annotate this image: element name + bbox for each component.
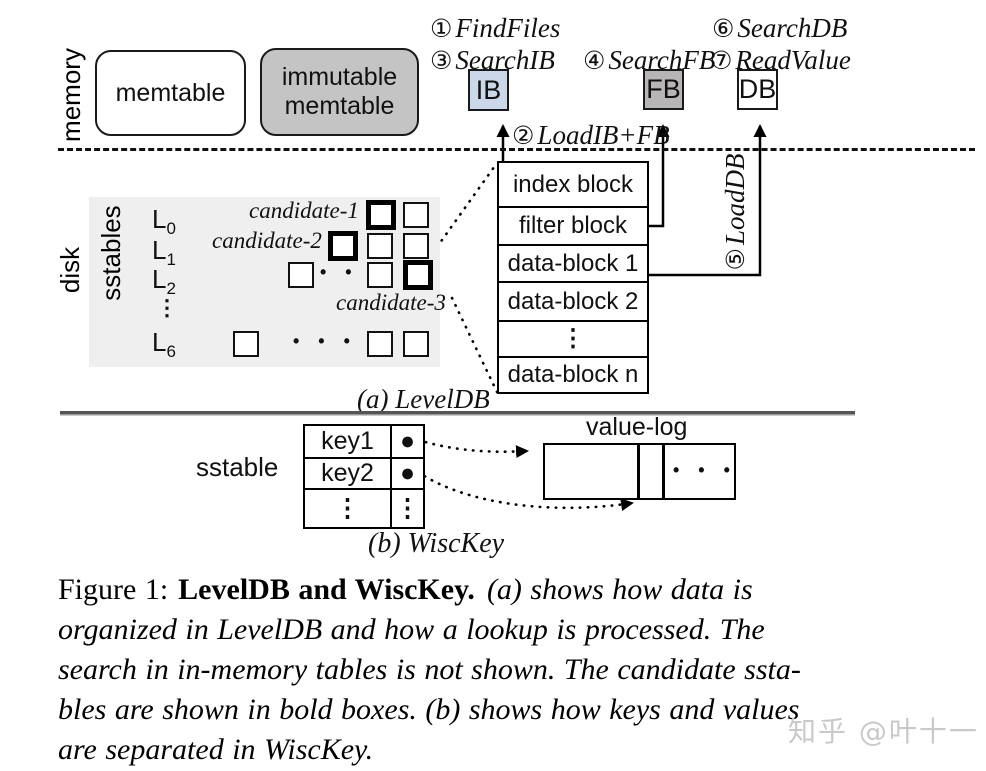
caption-line-5: are separated in WiscKey.: [58, 733, 374, 766]
step-2-label: LoadIB+FB: [537, 120, 670, 150]
caption-line-3: search in in-memory tables is not shown.…: [58, 653, 801, 686]
candidate-3-label: candidate-3: [336, 290, 446, 315]
caption-figure-number: Figure 1:: [58, 573, 169, 606]
key1-value-pointer: ●: [390, 426, 423, 457]
ib-box-label: IB: [475, 74, 502, 105]
step-6-label: SearchDB: [737, 13, 848, 43]
sstable-square-candidate-3: [403, 260, 433, 290]
zoom-dotted-line-top: [435, 161, 499, 249]
value-log-divider: [637, 445, 640, 498]
data-block-db-box: DB: [737, 69, 778, 110]
sstable-square-candidate-1: [366, 200, 396, 230]
immutable-memtable-label: immutable memtable: [281, 63, 398, 120]
step-5-loaddb: ⑤LoadDB: [720, 142, 750, 282]
step-6-number: ⑥: [712, 14, 735, 43]
filter-block-fb-box: FB: [643, 69, 684, 110]
memory-zone-label: memory: [56, 48, 86, 142]
subfigure-separator-line: [60, 411, 855, 414]
memtable-label: memtable: [115, 78, 226, 107]
sstable-block-stack: index block filter block data-block 1 da…: [497, 161, 649, 394]
wisckey-sstable-table: key1 ● key2 ● ⋮ ⋮: [303, 424, 425, 529]
key2-cell: key2: [305, 457, 390, 488]
level-ellipsis: ⋮: [156, 295, 178, 320]
stack-row-ellipsis: ⋮: [499, 320, 647, 356]
sstable-row-ellipsis: • • •: [293, 331, 357, 351]
level-6-label: L6: [152, 327, 176, 362]
subfigure-b-caption: (b) WiscKey: [368, 528, 505, 559]
step-2-number: ②: [512, 121, 535, 150]
sstable-square: [367, 233, 393, 259]
stack-row-data-block-n: data-block n: [499, 356, 647, 392]
disk-zone-label: disk: [55, 246, 85, 294]
candidate-2-label: candidate-2: [212, 228, 322, 253]
level-1-label: L1: [152, 235, 176, 270]
arrow-key2-to-valuelog: [416, 470, 634, 512]
value-log-box: • • •: [543, 443, 736, 500]
arrow-key1-to-valuelog: [416, 438, 529, 459]
key2-value-pointer: ●: [390, 457, 423, 488]
stack-row-filter-block: filter block: [499, 206, 647, 244]
figure-caption: Figure 1:LevelDB and WiscKey.(a) shows h…: [58, 570, 963, 770]
arrow-datablock-to-db: [648, 124, 767, 277]
caption-line-2: organized in LevelDB and how a lookup is…: [58, 613, 765, 646]
candidate-1-label: candidate-1: [249, 198, 359, 223]
sstable-square: [403, 331, 429, 357]
caption-line-1: Figure 1:LevelDB and WiscKey.(a) shows h…: [58, 573, 753, 606]
caption-line-4: bles are shown in bold boxes. (b) shows …: [58, 693, 800, 726]
key1-cell: key1: [321, 427, 374, 455]
step-7-number: ⑦: [710, 46, 733, 75]
step-5-label: LoadDB: [720, 153, 750, 246]
stack-row-data-block-1: data-block 1: [499, 244, 647, 281]
caption-title: LevelDB and WiscKey.: [178, 573, 475, 606]
sstable-square-candidate-2: [328, 231, 358, 261]
keys-ellipsis-cell: ⋮: [305, 488, 390, 527]
subfigure-a-caption: (a) LevelDB: [357, 384, 490, 414]
step-1-number: ①: [430, 14, 453, 43]
immutable-memtable-box: immutable memtable: [260, 48, 419, 136]
pointers-ellipsis-cell: ⋮: [390, 488, 423, 527]
sstable-square: [367, 262, 393, 288]
step-4-number: ④: [583, 46, 606, 75]
level-0-label: L0: [152, 204, 176, 239]
sstables-panel-label: sstables: [96, 205, 126, 301]
step-5-number: ⑤: [721, 248, 750, 271]
memory-disk-divider: [58, 148, 975, 151]
sstable-square: [367, 331, 393, 357]
sstable-square: [233, 331, 259, 357]
zhihu-watermark: 知乎 @叶十一: [788, 715, 979, 748]
fb-box-label: FB: [646, 74, 681, 104]
step-1-label: FindFiles: [455, 13, 561, 43]
index-block-ib-box: IB: [468, 69, 509, 111]
memtable-box: memtable: [95, 50, 246, 136]
value-log-ellipsis: • • •: [673, 460, 737, 480]
sstable-square: [288, 262, 314, 288]
stack-row-data-block-2: data-block 2: [499, 281, 647, 320]
level-2-label: L2: [152, 264, 176, 299]
value-log-label: value-log: [586, 413, 688, 441]
stack-row-index-block: index block: [512, 170, 634, 198]
arrow-filterblock-to-fb: [648, 124, 670, 228]
step-3-number: ③: [430, 46, 453, 75]
sstable-label: sstable: [196, 452, 279, 482]
sstable-square: [403, 233, 429, 259]
value-log-divider: [662, 445, 665, 498]
sstable-square: [403, 202, 429, 228]
zoom-dotted-line-bottom: [450, 296, 499, 394]
sstable-row-ellipsis: • • •: [320, 262, 384, 282]
db-box-label: DB: [738, 74, 777, 104]
